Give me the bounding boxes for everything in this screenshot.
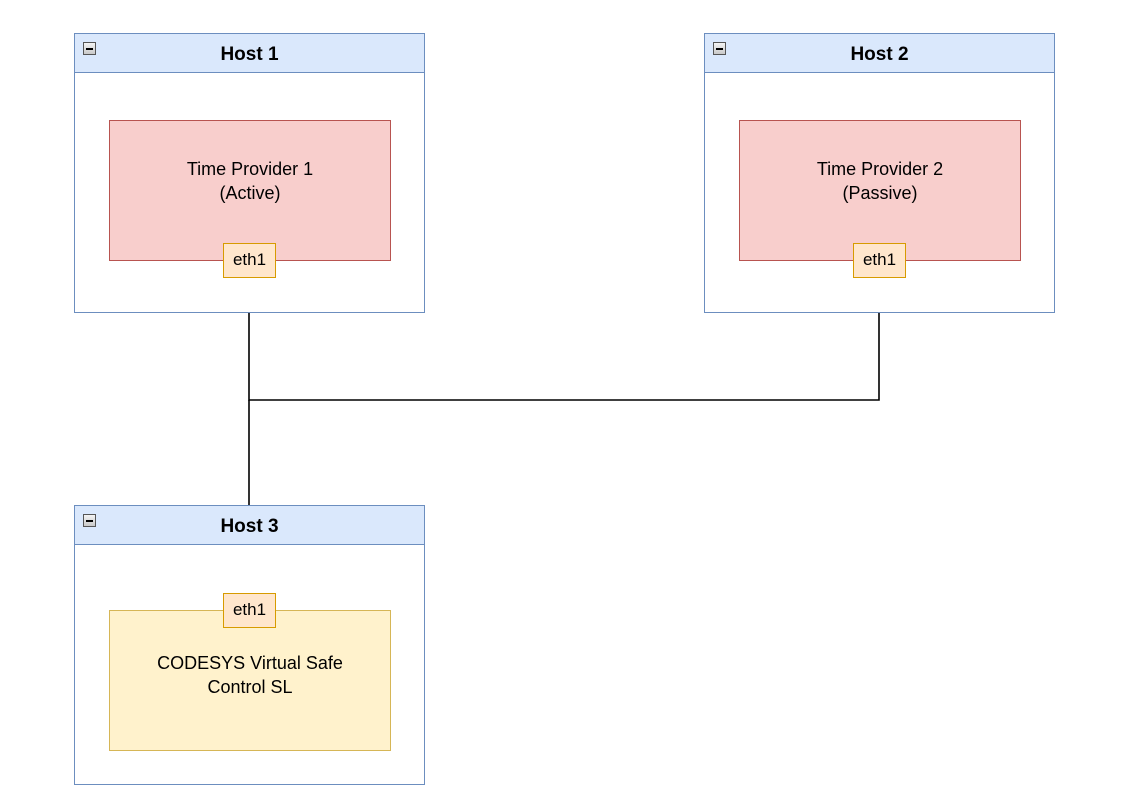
host-1-container[interactable]: Host 1 Time Provider 1 (Active) eth1 bbox=[74, 33, 425, 313]
collapse-icon[interactable] bbox=[713, 42, 726, 55]
host-3-header: Host 3 bbox=[75, 506, 424, 545]
host-1-header: Host 1 bbox=[75, 34, 424, 73]
time-provider-2-label: Time Provider 2 (Passive) bbox=[816, 158, 944, 203]
host-2-header: Host 2 bbox=[705, 34, 1054, 73]
host-2-container[interactable]: Host 2 Time Provider 2 (Passive) eth1 bbox=[704, 33, 1055, 313]
codesys-controller-box[interactable]: CODESYS Virtual Safe Control SL bbox=[109, 610, 391, 751]
host-1-title: Host 1 bbox=[220, 44, 279, 65]
host-3-container[interactable]: Host 3 CODESYS Virtual Safe Control SL e… bbox=[74, 505, 425, 785]
time-provider-2-box[interactable]: Time Provider 2 (Passive) bbox=[739, 120, 1021, 261]
host-2-eth1-port[interactable]: eth1 bbox=[853, 243, 906, 278]
time-provider-1-box[interactable]: Time Provider 1 (Active) bbox=[109, 120, 391, 261]
host-1-eth1-port[interactable]: eth1 bbox=[223, 243, 276, 278]
host-2-title: Host 2 bbox=[850, 44, 909, 65]
connector-host1-to-host2[interactable] bbox=[248, 278, 884, 401]
collapse-icon[interactable] bbox=[83, 514, 96, 527]
time-provider-1-label: Time Provider 1 (Active) bbox=[186, 158, 314, 203]
host-3-title: Host 3 bbox=[220, 516, 279, 537]
collapse-icon[interactable] bbox=[83, 42, 96, 55]
host-3-eth1-port[interactable]: eth1 bbox=[223, 593, 276, 628]
codesys-controller-label: CODESYS Virtual Safe Control SL bbox=[157, 652, 343, 697]
